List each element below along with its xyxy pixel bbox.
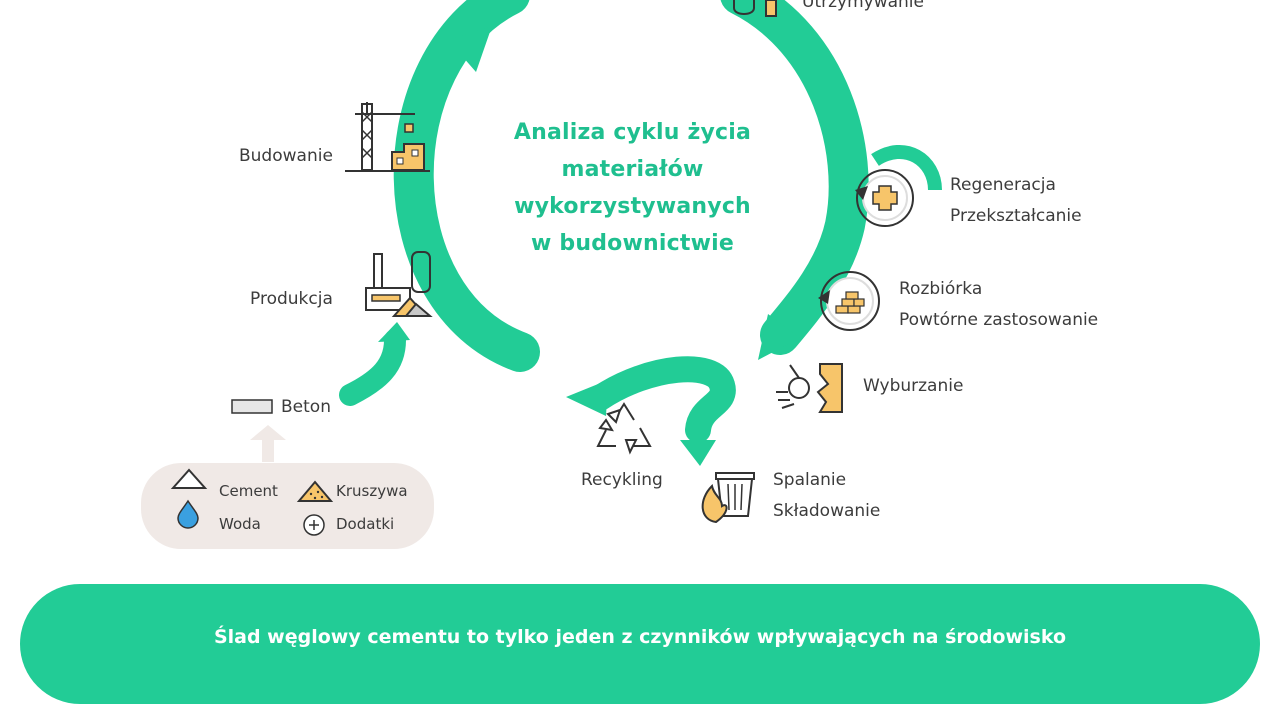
label-wyburzanie: Wyburzanie	[863, 376, 964, 396]
title-line: wykorzystywanych	[514, 194, 751, 219]
cycle-arrow-top	[448, 26, 492, 72]
crane-icon	[345, 102, 430, 172]
recycle-icon	[596, 402, 652, 455]
label-utrzymywanie: Utrzymywanie	[802, 0, 924, 12]
triangle-icon	[170, 468, 208, 489]
cycle-arc	[393, 0, 869, 372]
label-kruszywa: Kruszywa	[336, 482, 408, 500]
label-powtorne: Powtórne zastosowanie	[899, 310, 1099, 330]
cycle-arrow-right	[758, 314, 800, 360]
recycle-arrow-down	[680, 440, 716, 466]
label-skladowanie: Składowanie	[773, 501, 881, 521]
drop-icon	[177, 499, 199, 529]
recycle-arrow-left	[566, 380, 608, 416]
regeneration-icon	[855, 169, 914, 227]
label-przeksztalcanie: Przekształcanie	[950, 206, 1082, 226]
banner-text: Ślad węglowy cementu to tylko jeden z cz…	[213, 626, 1067, 648]
beton-arrow-arc	[339, 329, 406, 406]
title-line: Analiza cyklu życia	[513, 120, 752, 145]
trash-fire-icon	[701, 472, 755, 524]
label-recykling: Recykling	[581, 470, 663, 490]
recycle-arc	[587, 356, 736, 443]
factory-icon	[365, 251, 433, 317]
label-regeneracja: Regeneracja	[950, 175, 1056, 195]
plus-circle-icon	[303, 514, 325, 536]
regeneration-arc	[871, 144, 942, 191]
beton-arrow-head	[378, 322, 410, 342]
concrete-block-icon	[231, 399, 273, 414]
sand-pile-icon	[296, 480, 334, 502]
label-spalanie: Spalanie	[773, 470, 847, 490]
wrecking-ball-icon	[776, 363, 843, 413]
label-budowanie: Budowanie	[239, 146, 333, 166]
label-dodatki: Dodatki	[336, 515, 395, 533]
info-banner: Ślad węglowy cementu to tylko jeden z cz…	[20, 584, 1260, 704]
wrench-icon	[733, 0, 777, 17]
title-line: materiałów	[561, 157, 704, 182]
diagram-title: Analiza cyklu życia materiałów wykorzyst…	[480, 114, 785, 262]
ingredients-arrow	[250, 425, 286, 462]
bricks-icon	[818, 271, 880, 331]
lifecycle-diagram	[141, 0, 942, 549]
label-rozbiorka: Rozbiórka	[899, 279, 983, 299]
label-cement: Cement	[219, 482, 278, 500]
label-beton: Beton	[281, 397, 331, 417]
label-woda: Woda	[219, 515, 261, 533]
title-line: w budownictwie	[531, 231, 734, 256]
ingredients-panel	[141, 463, 434, 549]
label-produkcja: Produkcja	[250, 289, 333, 309]
